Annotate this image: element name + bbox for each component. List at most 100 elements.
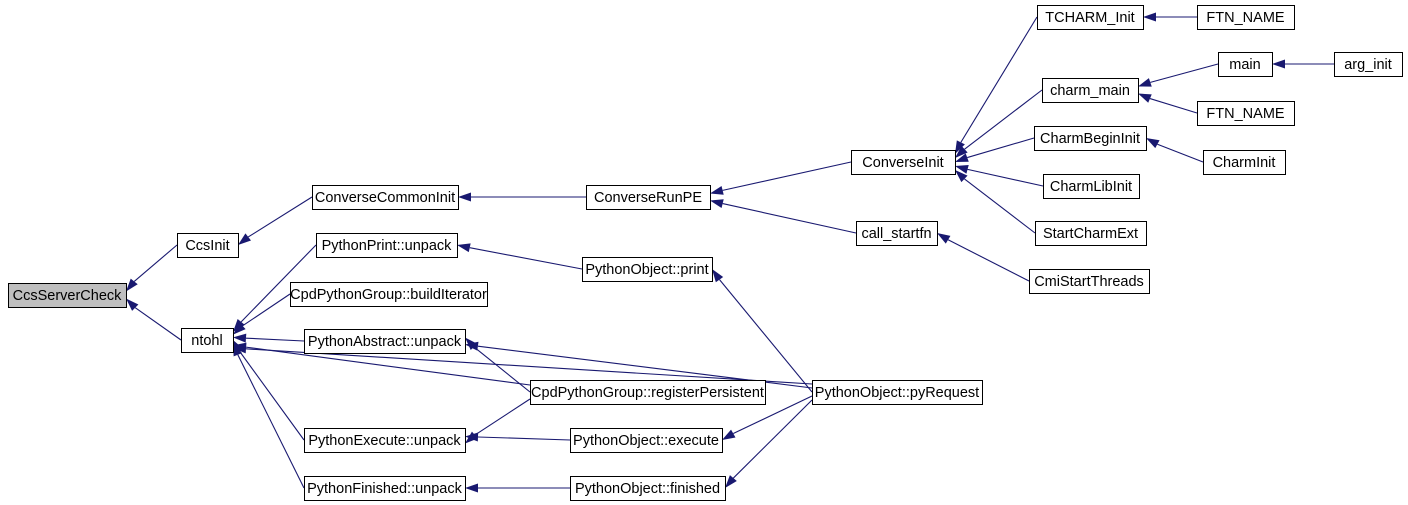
node-box[interactable] — [1334, 52, 1403, 77]
node-box[interactable] — [312, 185, 459, 210]
node-box[interactable] — [1042, 78, 1139, 103]
node-box[interactable] — [1037, 5, 1144, 30]
call-edge-arrowhead — [955, 153, 969, 162]
graph-node-pythonobjectprint[interactable]: PythonObject::print — [582, 257, 713, 282]
call-edge-line — [245, 337, 305, 342]
node-box[interactable] — [181, 328, 234, 353]
call-edge-line — [1157, 143, 1204, 163]
graph-node-cpdbuilditerator[interactable]: CpdPythonGroup::buildIterator — [290, 282, 488, 307]
node-box[interactable] — [1029, 269, 1150, 294]
graph-node-charmlibinit[interactable]: CharmLibInit — [1043, 174, 1140, 199]
graph-node-main[interactable]: main — [1218, 52, 1273, 77]
call-edge-line — [245, 348, 813, 385]
node-box[interactable] — [1035, 221, 1147, 246]
call-edge-arrowhead — [955, 140, 965, 154]
graph-node-converserunpe[interactable]: ConverseRunPE — [586, 185, 711, 210]
graph-node-ccsinit[interactable]: CcsInit — [177, 233, 239, 258]
call-edge-arrowhead — [722, 429, 736, 440]
graph-node-charmmain[interactable]: charm_main — [1042, 78, 1139, 103]
node-box[interactable] — [570, 428, 723, 453]
call-edge-arrowhead — [233, 333, 247, 343]
call-edge-arrowhead — [238, 233, 251, 245]
call-edge-line — [469, 247, 583, 270]
node-box[interactable] — [1034, 126, 1147, 151]
graph-node-pythonobjectpyrequest[interactable]: PythonObject::pyRequest — [812, 380, 983, 405]
call-edge-line — [733, 395, 813, 435]
graph-node-conversecommoninit[interactable]: ConverseCommonInit — [312, 185, 459, 210]
node-box[interactable] — [1203, 150, 1286, 175]
node-box[interactable] — [304, 329, 466, 354]
graph-node-callstartfn[interactable]: call_startfn — [856, 221, 938, 246]
node-box[interactable] — [304, 428, 466, 453]
graph-node-startcharmext[interactable]: StartCharmExt — [1035, 221, 1147, 246]
call-edge-arrowhead — [126, 298, 139, 311]
node-box[interactable] — [1197, 5, 1295, 30]
graph-node-cpdregisterpersistent[interactable]: CpdPythonGroup::registerPersistent — [530, 380, 766, 405]
nodes-layer: CcsServerCheck CcsInit ntohl ConverseCommon… — [8, 5, 1403, 501]
node-box[interactable] — [570, 476, 726, 501]
graph-node-ftnname2[interactable]: FTN_NAME — [1197, 101, 1295, 126]
node-box[interactable] — [177, 233, 239, 258]
call-edge-line — [1149, 98, 1198, 114]
graph-node-cmistartthreads[interactable]: CmiStartThreads — [1029, 269, 1150, 294]
call-edge-line — [134, 307, 182, 341]
call-edge-line — [964, 89, 1043, 150]
node-box[interactable] — [851, 150, 956, 175]
call-edge-line — [1150, 63, 1219, 83]
node-box[interactable] — [812, 380, 983, 405]
call-edge-arrowhead — [465, 483, 478, 493]
call-edge-arrowhead — [712, 269, 724, 283]
edges-layer — [126, 12, 1334, 493]
graph-node-ftnname1[interactable]: FTN_NAME — [1197, 5, 1295, 30]
call-edge-line — [474, 398, 531, 436]
call-edge-line — [133, 244, 178, 282]
call-edge-arrowhead — [465, 431, 478, 444]
graph-node-charmbegininit[interactable]: CharmBeginInit — [1034, 126, 1147, 151]
graph-node-pythonabstractunpack[interactable]: PythonAbstract::unpack — [304, 329, 466, 354]
node-box[interactable] — [1197, 101, 1295, 126]
call-edge-arrowhead — [710, 199, 724, 208]
call-edge-line — [477, 436, 571, 441]
call-edge-arrowhead — [955, 145, 968, 158]
call-edge-line — [947, 239, 1030, 282]
graph-node-charminit[interactable]: CharmInit — [1203, 150, 1286, 175]
graph-node-converseinit[interactable]: ConverseInit — [851, 150, 956, 175]
call-edge-line — [247, 196, 313, 238]
node-box[interactable] — [316, 233, 458, 258]
call-edge-arrowhead — [457, 243, 471, 253]
node-box[interactable] — [856, 221, 938, 246]
call-edge-arrowhead — [725, 475, 737, 488]
call-edge-line — [473, 346, 531, 393]
node-box[interactable] — [582, 257, 713, 282]
graph-node-arginit[interactable]: arg_init — [1334, 52, 1403, 77]
call-edge-line — [245, 346, 531, 386]
call-edge-line — [967, 137, 1035, 159]
graph-node-pythonprintunpack[interactable]: PythonPrint::unpack — [316, 233, 458, 258]
graph-node-pythonobjectfinished[interactable]: PythonObject::finished — [570, 476, 726, 501]
call-edge-arrowhead — [955, 165, 969, 174]
call-edge-line — [237, 354, 305, 489]
call-edge-line — [239, 350, 305, 441]
call-edge-arrowhead — [1272, 59, 1285, 69]
call-edge-arrowhead — [1146, 138, 1160, 149]
graph-node-ccsservercheck[interactable]: CcsServerCheck — [8, 283, 127, 308]
graph-node-pythonexecuteunpack[interactable]: PythonExecute::unpack — [304, 428, 466, 453]
node-box[interactable] — [530, 380, 766, 405]
call-edge-line — [732, 399, 813, 479]
node-box[interactable] — [1043, 174, 1140, 199]
node-box[interactable] — [8, 283, 127, 308]
call-edge-arrowhead — [1138, 93, 1152, 103]
call-edge-line — [960, 16, 1038, 143]
node-box[interactable] — [304, 476, 466, 501]
graph-node-pythonfinishedunpack[interactable]: PythonFinished::unpack — [304, 476, 466, 501]
graph-node-ntohl[interactable]: ntohl — [181, 328, 234, 353]
node-box[interactable] — [290, 282, 488, 307]
node-box[interactable] — [586, 185, 711, 210]
graph-node-tcharminit[interactable]: TCHARM_Init — [1037, 5, 1144, 30]
node-box[interactable] — [1218, 52, 1273, 77]
graph-node-pythonobjectexecute[interactable]: PythonObject::execute — [570, 428, 723, 453]
call-edge-arrowhead — [937, 233, 951, 244]
call-edge-line — [719, 279, 813, 393]
